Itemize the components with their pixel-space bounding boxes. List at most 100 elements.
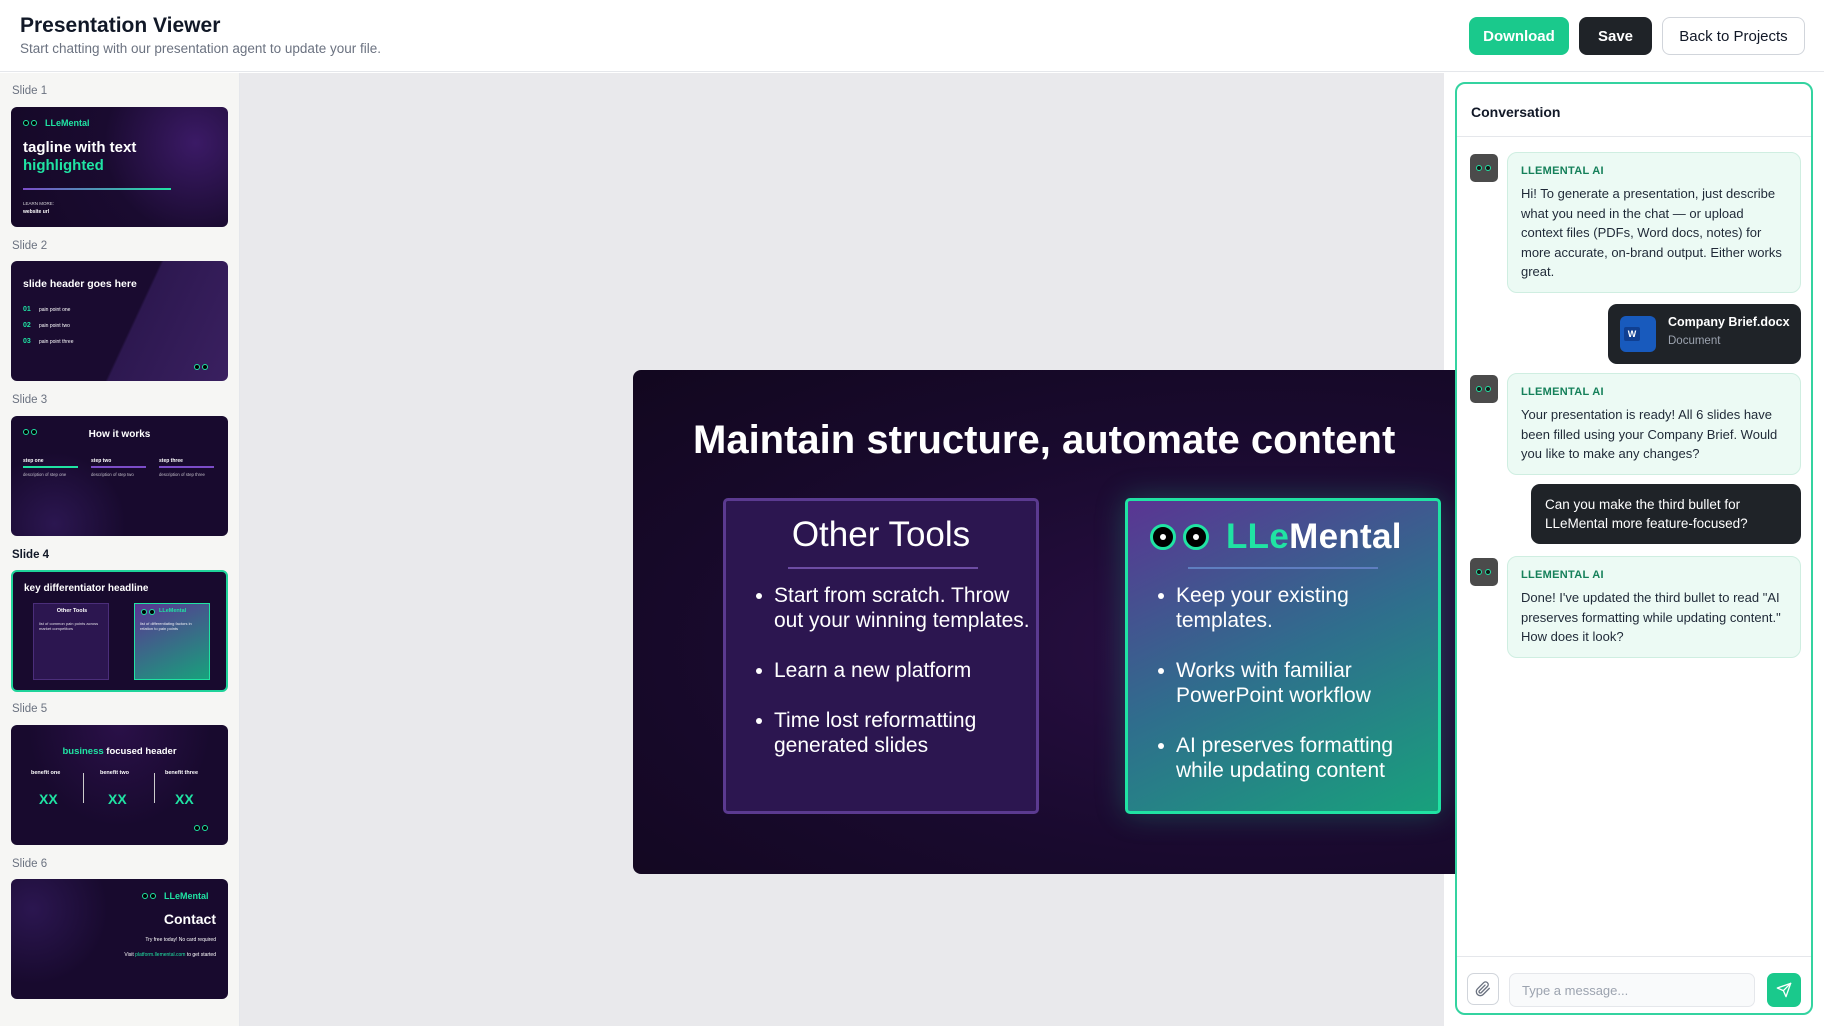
- current-slide[interactable]: Maintain structure, automate content Oth…: [633, 370, 1531, 874]
- thumb-step-desc: description of step two: [91, 472, 134, 477]
- thumb-brand: LLeMental: [164, 891, 209, 901]
- thumb-point-text: pain point two: [39, 323, 70, 329]
- slide-thumbnail-1[interactable]: LLeMental tagline with text highlighted …: [11, 107, 228, 227]
- message-text: Your presentation is ready! All 6 slides…: [1521, 407, 1778, 461]
- brand-eyes-icon: [141, 609, 157, 615]
- brand-eyes-icon: [142, 893, 158, 899]
- send-icon[interactable]: [1767, 973, 1801, 1007]
- slide-thumbnail-sidebar[interactable]: Slide 1 LLeMental tagline with text high…: [0, 73, 240, 1026]
- thumb-point-text: pain point three: [39, 339, 74, 345]
- thumb-step-bar: [159, 466, 214, 468]
- slide-label: Slide 2: [12, 240, 48, 252]
- user-message: Can you make the third bullet for LLeMen…: [1531, 484, 1801, 544]
- ai-avatar-icon: [1470, 558, 1498, 586]
- thumb-point-num: 03: [23, 338, 31, 345]
- bullet-item: Learn a new platform: [756, 658, 1032, 683]
- thumb-brand: LLeMental: [45, 118, 90, 128]
- slide-thumbnail-5[interactable]: business focused header benefit one XX b…: [11, 725, 228, 845]
- thumb-left-title: Other Tools: [56, 608, 88, 614]
- thumb-heading: How it works: [88, 429, 151, 440]
- thumb-line1: Try free today! No card required: [145, 937, 216, 943]
- file-type: Document: [1668, 335, 1721, 347]
- brand-mid: M: [1289, 517, 1319, 556]
- bullet-item: Works with familiar PowerPoint workflow: [1158, 658, 1434, 708]
- thumb-right-text: list of differentiating factors in relat…: [140, 621, 192, 631]
- save-button[interactable]: Save: [1579, 17, 1652, 55]
- thumb-point-text: pain point one: [39, 307, 71, 313]
- slide-label: Slide 5: [12, 703, 48, 715]
- message-sender: LLEMENTAL AI: [1521, 386, 1604, 398]
- thumb-heading: key differentiator headline: [24, 583, 149, 594]
- thumb-step-title: step one: [23, 458, 44, 464]
- ai-avatar-icon: [1470, 375, 1498, 403]
- llemental-brand: LLeMental: [1150, 517, 1402, 557]
- ai-message: LLEMENTAL AI Done! I've updated the thir…: [1507, 556, 1801, 658]
- thumb-step-desc: description of step three: [159, 472, 205, 477]
- message-sender: LLEMENTAL AI: [1521, 165, 1604, 177]
- back-to-projects-button[interactable]: Back to Projects: [1662, 17, 1805, 55]
- thumb-heading-rest: focused header: [106, 746, 177, 757]
- brand-prefix: LLe: [1226, 517, 1290, 556]
- other-tools-bullets: Start from scratch. Throw out your winni…: [756, 583, 1032, 783]
- thumb-right-card: LLeMental list of differentiating factor…: [134, 603, 210, 680]
- slide-canvas: Maintain structure, automate content Oth…: [240, 73, 1531, 1026]
- thumb-heading: slide header goes here: [23, 278, 137, 290]
- download-button[interactable]: Download: [1469, 17, 1569, 55]
- thumb-divider: [154, 773, 155, 803]
- thumb-footer-label: LEARN MORE:: [23, 201, 55, 206]
- app-header: Presentation Viewer Start chatting with …: [0, 0, 1824, 72]
- slide-title: Maintain structure, automate content: [693, 418, 1396, 462]
- thumb-line2-link: platform.llemental.com: [135, 952, 186, 958]
- page-title: Presentation Viewer: [20, 14, 221, 37]
- brand-eyes-icon: [194, 825, 210, 831]
- file-attachment[interactable]: W Company Brief.docx Document: [1608, 304, 1801, 364]
- thumb-benefit-value: XX: [108, 791, 127, 807]
- paperclip-icon[interactable]: [1467, 973, 1499, 1005]
- thumb-heading: Contact: [163, 911, 216, 927]
- thumb-point-num: 02: [23, 322, 31, 329]
- file-name: Company Brief.docx: [1668, 315, 1790, 329]
- thumb-line2: Visit platform.llemental.com to get star…: [124, 952, 216, 958]
- slide-thumbnail-6[interactable]: LLeMental Contact Try free today! No car…: [11, 879, 228, 999]
- message-text: Done! I've updated the third bullet to r…: [1521, 590, 1781, 644]
- thumb-heading: business focused header: [11, 746, 228, 757]
- llemental-bullets: Keep your existing templates. Works with…: [1158, 583, 1434, 808]
- thumb-line2-post: to get started: [186, 952, 216, 958]
- thumb-benefit-title: benefit one: [31, 770, 61, 776]
- thumb-line2-pre: Visit: [124, 952, 134, 958]
- thumb-tagline: tagline with text: [23, 139, 137, 156]
- thumb-step-bar: [23, 466, 78, 468]
- card-divider: [788, 567, 978, 569]
- thumb-point-num: 01: [23, 306, 31, 313]
- brand-eye-icon: [1150, 524, 1176, 550]
- bullet-item: Start from scratch. Throw out your winni…: [756, 583, 1032, 633]
- thumb-step-title: step two: [91, 458, 112, 464]
- thumb-benefit-title: benefit three: [165, 770, 199, 776]
- ai-avatar-icon: [1470, 154, 1498, 182]
- word-doc-icon: W: [1620, 316, 1656, 352]
- slide-thumbnail-3[interactable]: How it works step one description of ste…: [11, 416, 228, 536]
- llemental-card: LLeMental Keep your existing templates. …: [1125, 498, 1441, 814]
- message-composer: [1457, 956, 1811, 1013]
- brand-wordmark: LLeMental: [1226, 517, 1402, 557]
- message-input[interactable]: [1509, 973, 1755, 1007]
- brand-eyes-icon: [23, 429, 39, 435]
- thumb-divider: [83, 773, 84, 803]
- thumb-benefit-value: XX: [175, 791, 194, 807]
- thumb-benefit-title: benefit two: [100, 770, 130, 776]
- brand-eye-icon: [1183, 524, 1209, 550]
- thumb-heading-green: business: [62, 746, 104, 757]
- other-tools-title: Other Tools: [791, 515, 971, 554]
- slide-thumbnail-2[interactable]: slide header goes here 01 pain point one…: [11, 261, 228, 381]
- slide-thumbnail-4[interactable]: key differentiator headline Other Tools …: [11, 570, 228, 692]
- slide-label: Slide 6: [12, 858, 48, 870]
- slide-label: Slide 4: [12, 549, 50, 561]
- thumb-divider: [23, 188, 171, 190]
- bullet-item: Keep your existing templates.: [1158, 583, 1434, 633]
- message-sender: LLEMENTAL AI: [1521, 569, 1604, 581]
- ai-message: LLEMENTAL AI Hi! To generate a presentat…: [1507, 152, 1801, 293]
- brand-suffix: ental: [1318, 517, 1402, 556]
- thumb-footer-url: website url: [23, 209, 50, 215]
- thumb-left-text: list of common pain points across market…: [39, 621, 99, 631]
- slide-label: Slide 1: [12, 85, 48, 97]
